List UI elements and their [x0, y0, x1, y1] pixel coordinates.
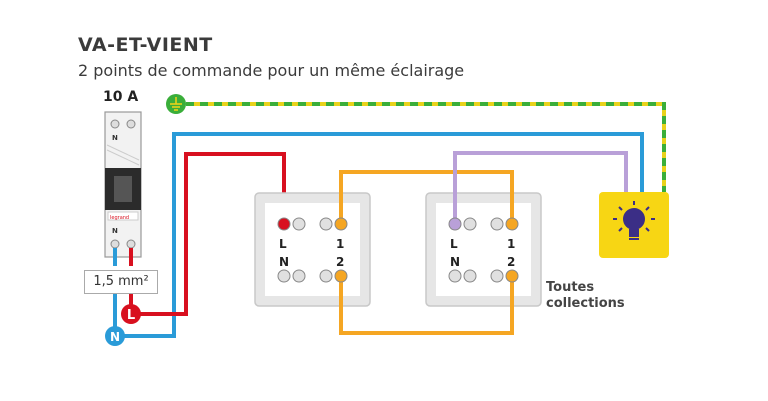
collections-note-line2: collections [546, 296, 625, 311]
neutral-supply-icon: N [105, 326, 125, 346]
live-supply-icon: L [121, 304, 141, 324]
breaker-brand: legrand [110, 215, 129, 221]
breaker-top-label: N [112, 134, 118, 142]
breaker-bottom-label: N [112, 227, 118, 235]
switch-left-label-2: 2 [336, 255, 344, 269]
breaker-rating: 10 A [103, 89, 139, 105]
switch-left-label-n: N [279, 255, 289, 269]
switch-left-label-l: L [279, 237, 287, 251]
switch-right-label-l: L [450, 237, 458, 251]
earth-icon [166, 94, 186, 114]
switch-right-terminals: L 1 N 2 [448, 217, 519, 283]
earth-wire [186, 102, 666, 192]
live-supply-label: L [127, 308, 135, 323]
switch-right [425, 192, 542, 307]
switch-right-label-2: 2 [507, 255, 515, 269]
switch-left-label-1: 1 [336, 237, 344, 251]
diagram-subtitle: 2 points de commande pour un même éclair… [78, 61, 465, 80]
cable-section-label: 1,5 mm² [84, 270, 158, 294]
switch-left [254, 192, 371, 307]
diagram-title: VA-ET-VIENT [78, 34, 213, 56]
traveller-wires [339, 170, 514, 335]
neutral-supply-label: N [110, 330, 120, 344]
lightbulb-icon [613, 201, 655, 240]
circuit-breaker: N legrand N [104, 111, 142, 258]
collections-note: Toutes collections [546, 280, 625, 312]
lamp [599, 192, 669, 258]
return-wire [453, 151, 628, 224]
switch-right-label-1: 1 [507, 237, 515, 251]
collections-note-line1: Toutes [546, 280, 595, 295]
switch-left-terminals: L 1 N 2 [277, 217, 348, 283]
switch-right-label-n: N [450, 255, 460, 269]
